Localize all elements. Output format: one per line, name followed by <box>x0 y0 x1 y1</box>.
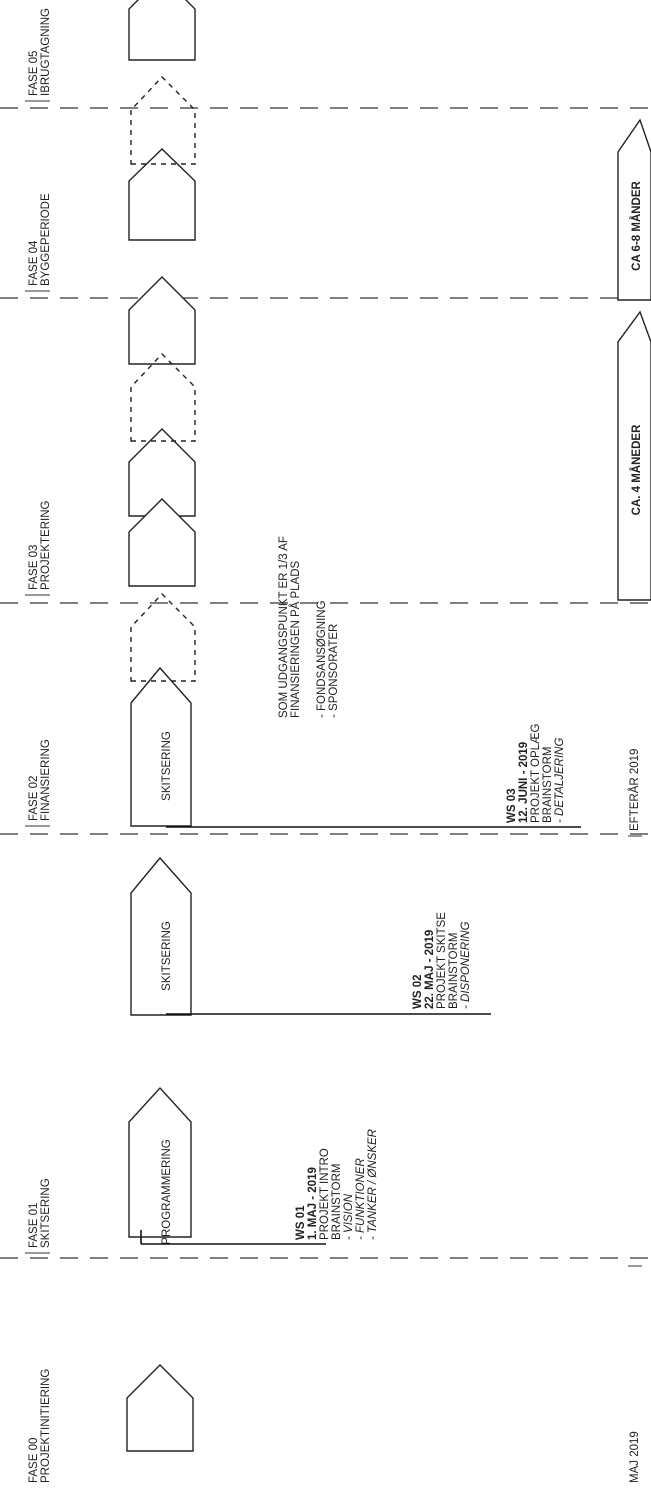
phase-01-name: SKITSERING <box>40 1178 52 1248</box>
phase-label-fase-05: FASE 05 IBRUGTAGNING <box>25 8 52 102</box>
phase-label-fase-02: FASE 02 FINANSIERING <box>25 739 52 827</box>
phase-dividers <box>0 107 651 1259</box>
ws01-code: WS 01 <box>295 1205 307 1240</box>
phase-05-name: IBRUGTAGNING <box>40 8 52 96</box>
house-dashed-icon <box>130 352 196 442</box>
duration-arrow-projektering <box>617 310 651 601</box>
ws02-line: BRAINSTORM <box>448 933 460 1009</box>
house-solid-icon <box>128 148 196 241</box>
phase-04-name: BYGGEPERIODE <box>40 193 52 286</box>
house-label-programmering: PROGRAMMERING <box>161 1139 173 1244</box>
ws01-item: - TANKER / ØNSKER <box>367 1129 379 1240</box>
house-solid-icon <box>128 276 196 365</box>
ws02-line: PROJEKT SKITSE <box>436 912 448 1009</box>
ws02-item: - DISPONERING <box>460 921 472 1009</box>
house-solid-icon <box>128 428 196 517</box>
house-icons <box>126 0 196 1452</box>
house-solid-icon <box>128 498 196 587</box>
phase-02-code: FASE 02 <box>28 776 40 821</box>
workshop-ws02: WS 02 22. MAJ - 2019 PROJEKT SKITSE BRAI… <box>412 912 472 1009</box>
phase-label-fase-01: FASE 01 SKITSERING <box>25 1178 52 1254</box>
house-dashed-icons <box>130 75 196 682</box>
workshop-ws03: WS 03 12. JUNI - 2019 PROJEKT OPLÆG BRAI… <box>506 723 566 823</box>
timeline-start-label: MAJ 2019 <box>629 1431 641 1483</box>
house-solid-icon <box>128 0 196 61</box>
phase-02-name: FINANSIERING <box>40 739 52 821</box>
ws03-line: PROJEKT OPLÆG <box>530 723 542 823</box>
financing-item: - FONDSANSØGNING <box>316 600 328 718</box>
phase-00-code: FASE 00 <box>28 1438 40 1483</box>
house-skitsering-2-icon <box>130 666 192 827</box>
ws03-item: - DETALJERING <box>554 738 566 823</box>
ws01-item: - FUNKTIONER <box>355 1158 367 1240</box>
house-dashed-icon <box>130 75 196 165</box>
house-dashed-icon <box>130 592 196 682</box>
ws01-line: PROJEKT INTRO <box>319 1148 331 1240</box>
house-solid-icon <box>126 1364 194 1452</box>
duration-arrow-bygge <box>617 118 651 301</box>
phase-label-fase-00: FASE 00 PROJEKTINITIERING <box>28 1369 52 1483</box>
phase-03-name: PROJEKTERING <box>40 500 52 590</box>
phase-00-name: PROJEKTINITIERING <box>40 1369 52 1483</box>
ws03-line: BRAINSTORM <box>542 747 554 823</box>
financing-line: FINANSIERINGEN PÅ PLADS <box>289 560 302 718</box>
timeline-autumn: EFTERÅR 2019 <box>628 749 642 837</box>
financing-note: SOM UDGANGSPUNKT ER 1/3 AF FINANSIERINGE… <box>278 536 340 718</box>
ws03-code: WS 03 <box>506 788 518 823</box>
duration-arrows <box>617 118 651 601</box>
house-programmering-icon <box>128 1086 192 1238</box>
ws01-date: 1. MAJ - 2019 <box>307 1167 319 1240</box>
workshop-ws01: WS 01 1. MAJ - 2019 PROJEKT INTRO BRAINS… <box>295 1129 379 1240</box>
timeline-autumn-label: EFTERÅR 2019 <box>628 749 641 831</box>
ws01-line: BRAINSTORM <box>331 1164 343 1240</box>
phase-04-code: FASE 04 <box>28 240 40 286</box>
phase-03-code: FASE 03 <box>28 545 40 590</box>
financing-item: - SPONSORATER <box>328 624 340 718</box>
house-label-skitsering-1: SKITSERING <box>161 921 173 991</box>
phase-label-fase-04: FASE 04 BYGGEPERIODE <box>25 193 52 292</box>
phase-label-fase-03: FASE 03 PROJEKTERING <box>25 500 52 596</box>
ws01-item: - VISION <box>343 1193 355 1240</box>
phase-05-code: FASE 05 <box>28 51 40 96</box>
duration-label-bygge: CA 6-8 MÅNDER <box>630 180 643 270</box>
house-skitsering-1-icon <box>130 856 192 1016</box>
duration-label-projektering: CA. 4 MÅNEDER <box>630 424 643 515</box>
ws03-date: 12. JUNI - 2019 <box>518 742 530 823</box>
ws02-date: 22. MAJ - 2019 <box>424 930 436 1009</box>
workshop-connectors <box>140 826 581 1245</box>
ws02-code: WS 02 <box>412 974 424 1009</box>
phase-01-code: FASE 01 <box>28 1203 40 1248</box>
house-label-skitsering-2: SKITSERING <box>161 731 173 801</box>
financing-line: SOM UDGANGSPUNKT ER 1/3 AF <box>278 536 290 718</box>
